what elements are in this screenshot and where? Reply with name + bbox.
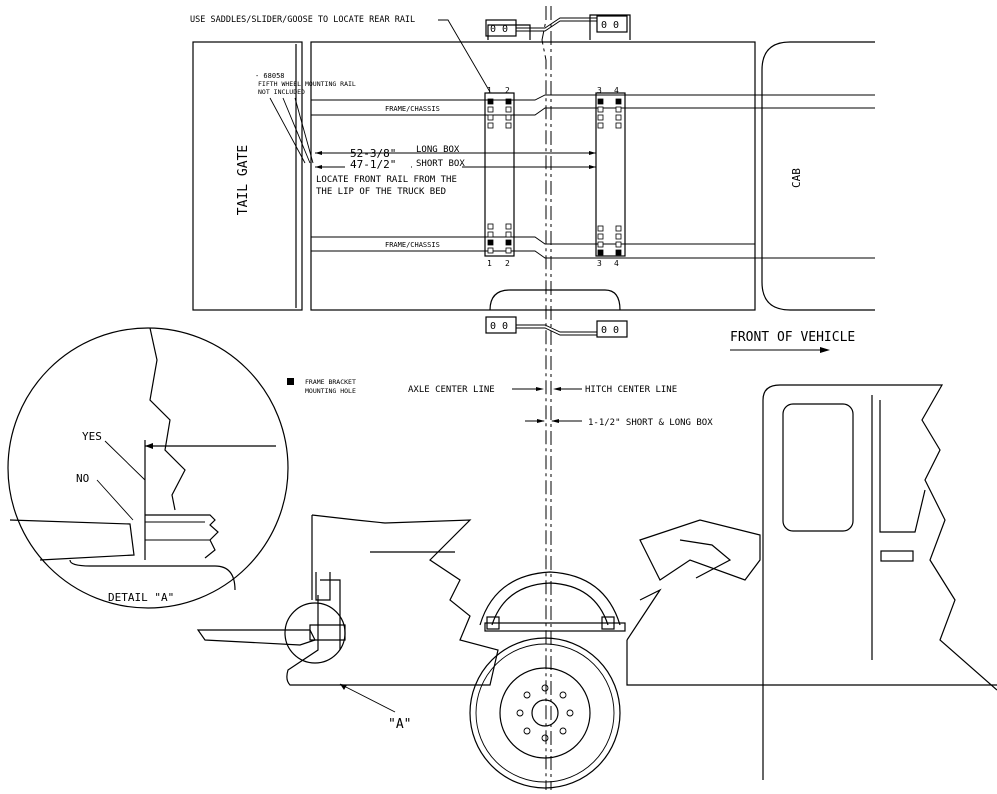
no-label: NO (76, 472, 89, 485)
door-handle (880, 550, 914, 562)
frame-chassis-bottom (311, 236, 755, 245)
axle-center-line-label: AXLE CENTER LINE (408, 385, 495, 395)
yes-label: YES (82, 430, 102, 443)
fender-arch (479, 571, 621, 626)
locate-note-line1: LOCATE FRONT RAIL FROM THE (316, 175, 457, 185)
long-box-label: LONG BOX (416, 145, 460, 155)
short-box-dimension: 47-1/2" (350, 158, 396, 171)
detail-a-circle (7, 327, 289, 609)
top-view: TAIL GATE CAB 0 0 0 0 0 0 0 0 FRAME/CHAS… (190, 14, 875, 353)
rear-rail (484, 92, 515, 257)
rail-number: 4 (614, 259, 619, 268)
truck-side-view: "A" (196, 384, 997, 789)
cab-outline (761, 41, 875, 311)
short-box-label: SHORT BOX (416, 159, 465, 169)
rail-mount (484, 622, 626, 632)
legend-label-line1: FRAME BRACKET (305, 378, 356, 386)
wheel-hub (531, 699, 559, 727)
locate-note-line2: THE LIP OF THE TRUCK BED (316, 187, 446, 197)
wheel-well-tab (596, 320, 628, 338)
detail-a-callout-circle (284, 602, 346, 664)
part-number: - 68058 (255, 72, 285, 80)
wheel-rim (499, 667, 591, 759)
detail-a-view: YES NO DETAIL "A" (7, 327, 289, 609)
svg-text:0 0: 0 0 (601, 325, 619, 336)
rail-number: 3 (597, 259, 602, 268)
truck-bed-outline (310, 41, 756, 311)
bed-side (286, 514, 499, 686)
svg-text:0 0: 0 0 (490, 24, 508, 35)
mounting-holes (487, 98, 622, 256)
wheel (469, 637, 621, 789)
svg-text:0 0: 0 0 (601, 20, 619, 31)
front-rail (595, 92, 626, 257)
rail-number: 3 (597, 86, 602, 95)
cab-label: CAB (790, 168, 803, 188)
frame-chassis-label-bottom: FRAME/CHASSIS (385, 241, 440, 249)
cab-side (762, 384, 997, 780)
offset-label: 1-1/2" SHORT & LONG BOX (588, 418, 713, 428)
axle-center-line (541, 6, 547, 790)
hitch-center-line-label: HITCH CENTER LINE (585, 385, 677, 395)
callout-a-label: "A" (388, 717, 411, 732)
cab-window (782, 403, 854, 532)
front-of-vehicle-label: FRONT OF VEHICLE (730, 330, 855, 345)
tail-gate-outline (192, 41, 303, 311)
rear-rail-note: USE SADDLES/SLIDER/GOOSE TO LOCATE REAR … (190, 15, 415, 25)
rail-number: 1 (487, 259, 492, 268)
rail-number: 2 (505, 86, 510, 95)
rail-number: 2 (505, 259, 510, 268)
legend-label-line2: MOUNTING HOLE (305, 387, 356, 395)
rail-number: 4 (614, 86, 619, 95)
tailgate (196, 629, 316, 646)
long-box-dimension: 52-3/8" (350, 147, 396, 160)
frame-chassis-label-top: FRAME/CHASSIS (385, 105, 440, 113)
filled-square-icon (287, 378, 294, 385)
lug-nuts (516, 684, 574, 742)
frame-chassis-top (311, 94, 875, 101)
svg-text:0 0: 0 0 (490, 321, 508, 332)
wheel-well-tab (596, 15, 628, 33)
wheel-well-bottom (489, 289, 621, 311)
legend: FRAME BRACKET MOUNTING HOLE (287, 378, 356, 395)
detail-a-title: DETAIL "A" (108, 591, 174, 604)
part-not-included: NOT INCLUDED (258, 88, 305, 96)
part-description: FIFTH WHEEL MOUNTING RAIL (258, 80, 356, 88)
tail-gate-label: TAIL GATE (236, 145, 251, 215)
